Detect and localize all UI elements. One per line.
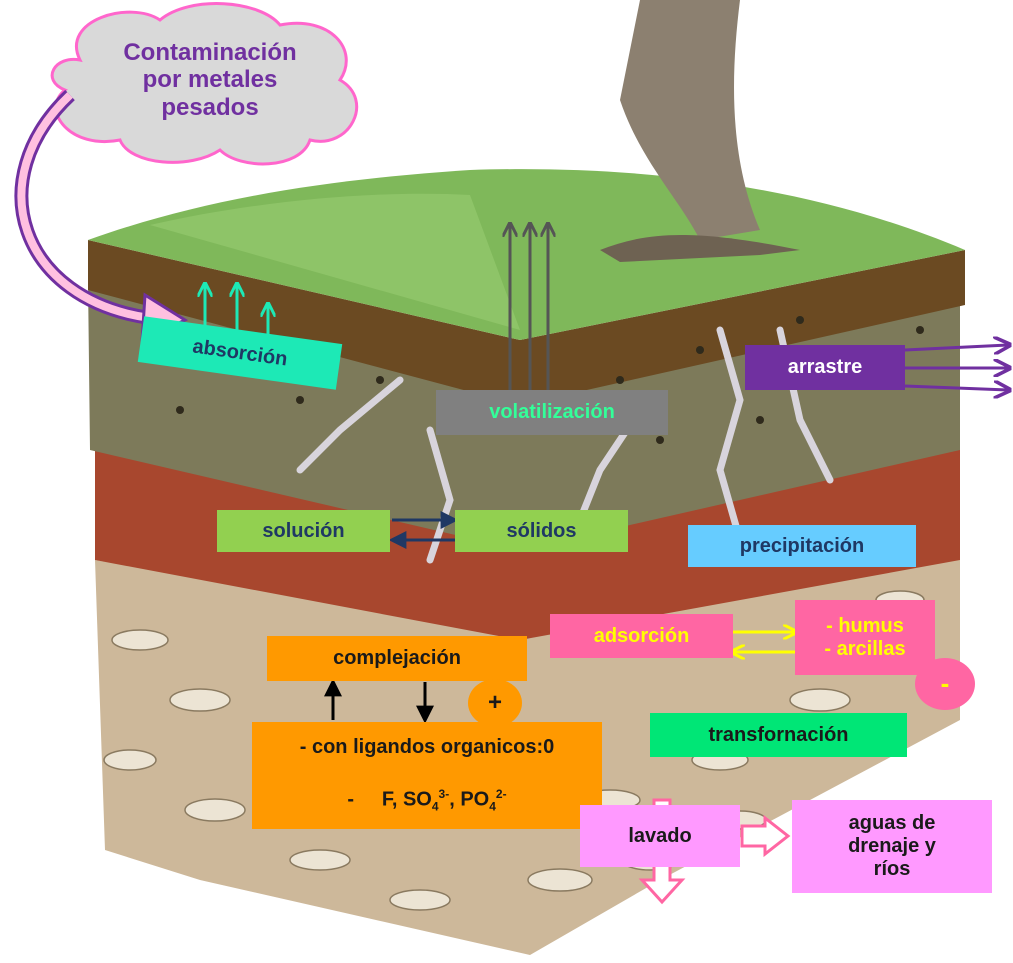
humus-arcillas-label: - humus - arcillas (795, 600, 935, 675)
lavado-label: lavado (580, 805, 740, 867)
aguas-label: aguas de drenaje y ríos (792, 800, 992, 893)
precipitacion-label: precipitación (688, 525, 916, 567)
anions-prefix: - F, SO (347, 789, 431, 811)
po4-sup: 2- (496, 787, 507, 801)
arrastre-label: arrastre (745, 345, 905, 390)
aguas-line-3: ríos (874, 858, 911, 881)
humus-text: - humus (826, 615, 904, 638)
cloud-title: Contaminación por metales pesados (80, 25, 340, 135)
ligandos-text: - con ligandos organicos:0 (300, 736, 554, 759)
aguas-line-2: drenaje y (848, 835, 936, 858)
ligands-box: - con ligandos organicos:0 - F, SO43-, P… (252, 722, 602, 829)
transformacion-label: transfornación (650, 713, 907, 757)
anions-mid: , PO (449, 789, 489, 811)
so4-sup: 3- (439, 787, 450, 801)
complejacion-label: complejación (267, 636, 527, 681)
minus-charge: - (915, 660, 975, 708)
arcillas-text: - arcillas (824, 638, 905, 661)
solidos-label: sólidos (455, 510, 628, 552)
cloud-title-line-1: Contaminación (123, 39, 296, 67)
plus-charge: + (468, 680, 522, 726)
cloud-title-line-3: pesados (161, 94, 258, 122)
solucion-label: solución (217, 510, 390, 552)
po4-sub: 4 (489, 800, 496, 814)
adsorcion-label: adsorción (550, 614, 733, 658)
volatilizacion-label: volatilización (436, 390, 668, 435)
anions-text: - F, SO43-, PO42- (347, 788, 506, 814)
cloud-title-line-2: por metales (143, 66, 278, 94)
so4-sub: 4 (432, 800, 439, 814)
aguas-line-1: aguas de (849, 812, 936, 835)
